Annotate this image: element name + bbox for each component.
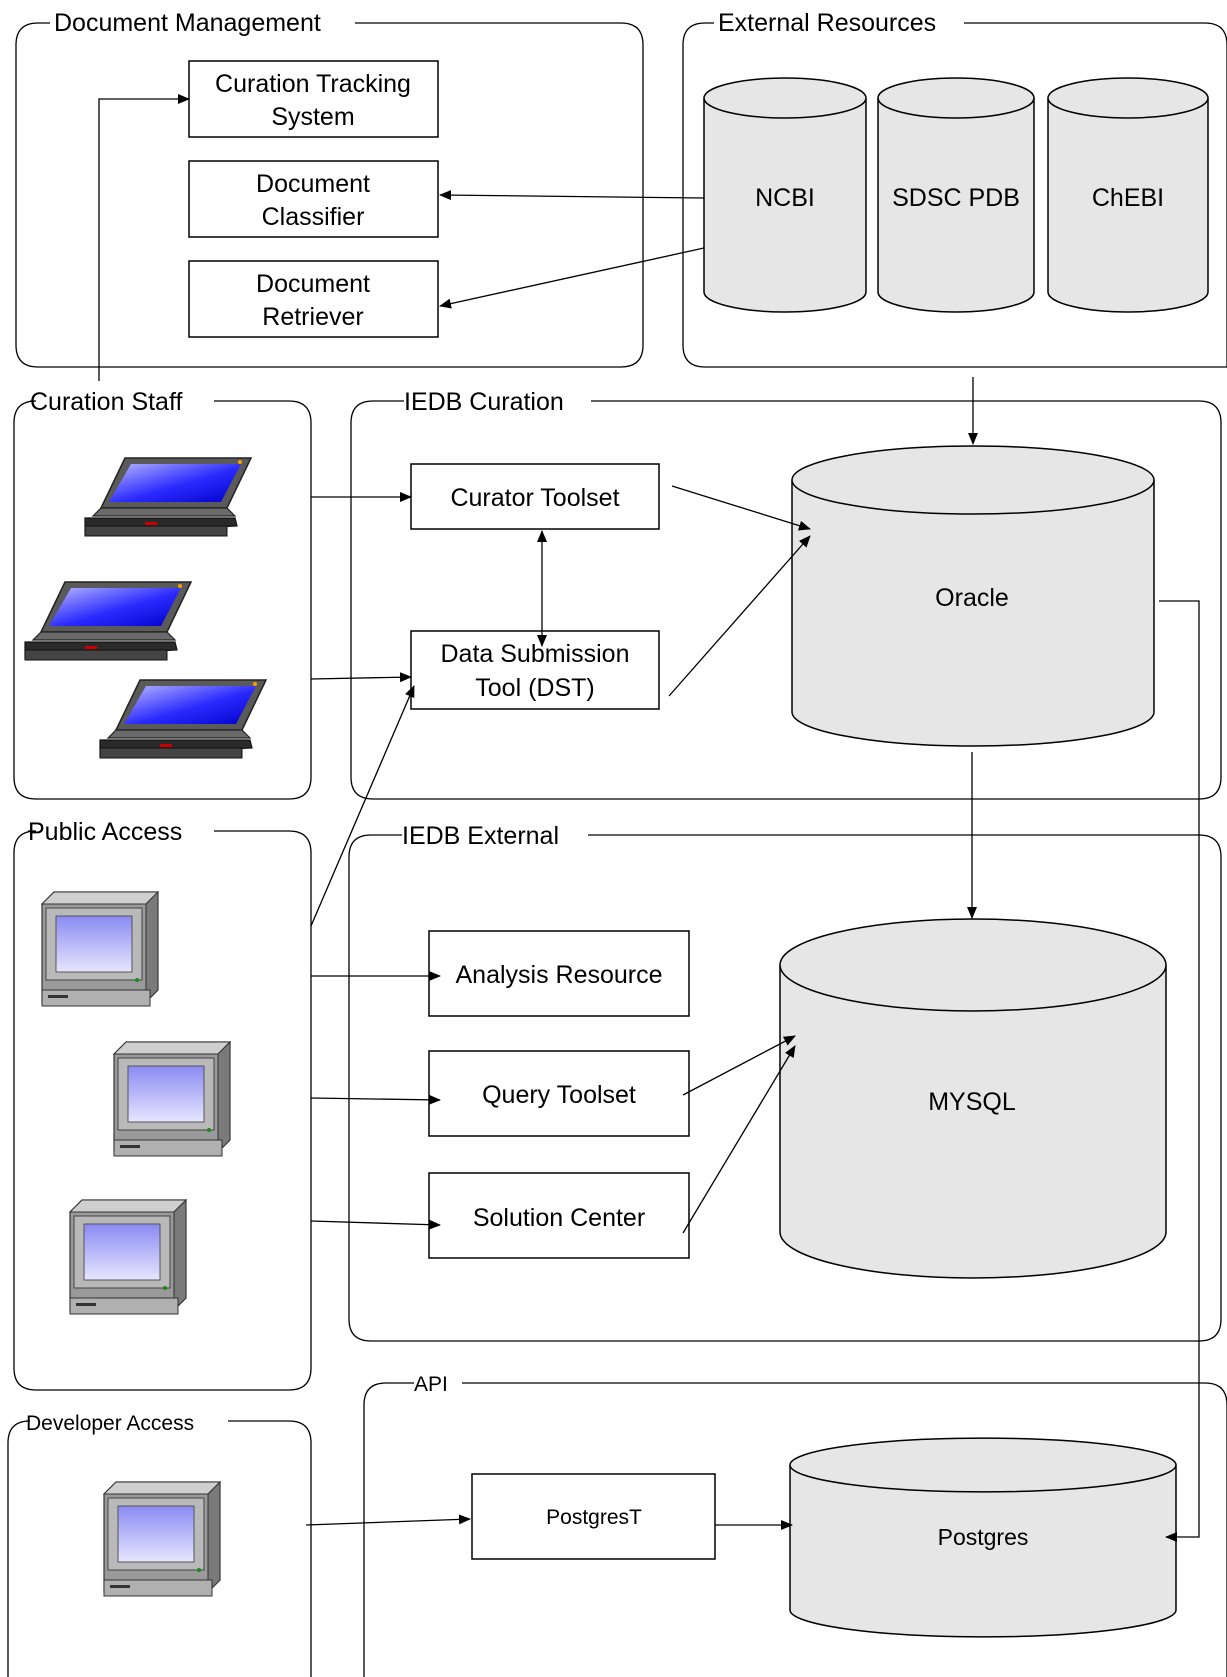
data-submission-tool-box[interactable]: Data Submission Tool (DST) bbox=[410, 630, 660, 710]
dst-label-line1: Data Submission bbox=[441, 640, 630, 668]
curator-toolset-label: Curator Toolset bbox=[450, 484, 619, 512]
edge-solution-to-mysql bbox=[682, 1045, 796, 1234]
mysql-database[interactable]: MYSQL bbox=[779, 918, 1167, 1279]
laptop-icon bbox=[84, 457, 252, 537]
group-iedb-curation: IEDB Curation bbox=[350, 388, 1222, 800]
edge-public-to-query bbox=[310, 1094, 441, 1105]
edge-query-to-mysql bbox=[682, 1035, 796, 1096]
document-retriever-box[interactable]: Document Retriever bbox=[188, 260, 439, 338]
document-retriever-label-line1: Document bbox=[256, 270, 370, 298]
edge-public-to-dst bbox=[310, 685, 415, 927]
document-classifier-label-line2: Classifier bbox=[262, 203, 365, 231]
curation-tracking-label-line2: System bbox=[271, 103, 354, 131]
postgrest-label: PostgresT bbox=[546, 1506, 642, 1529]
curation-tracking-label-line1: Curation Tracking bbox=[215, 70, 411, 98]
desktop-computer-icon bbox=[69, 1199, 187, 1315]
query-toolset-label: Query Toolset bbox=[482, 1081, 636, 1109]
edge-ncbi-to-classifier bbox=[439, 190, 705, 201]
curator-toolset-box[interactable]: Curator Toolset bbox=[410, 463, 660, 530]
desktop-computer-icon bbox=[113, 1041, 231, 1157]
sdsc-pdb-label: SDSC PDB bbox=[892, 184, 1020, 212]
analysis-resource-label: Analysis Resource bbox=[455, 961, 662, 989]
group-label-curation-staff: Curation Staff bbox=[30, 388, 182, 416]
group-public-access: Public Access bbox=[13, 818, 312, 1391]
postgres-label: Postgres bbox=[938, 1524, 1029, 1550]
connectors bbox=[98, 94, 1200, 1542]
laptop-icon bbox=[24, 581, 192, 661]
solution-center-box[interactable]: Solution Center bbox=[428, 1172, 690, 1259]
postgrest-box[interactable]: PostgresT bbox=[471, 1473, 716, 1560]
edge-oracle-to-postgres bbox=[1159, 600, 1200, 1542]
solution-center-label: Solution Center bbox=[473, 1204, 645, 1232]
edge-developer-to-postgrest bbox=[305, 1514, 471, 1526]
query-toolset-box[interactable]: Query Toolset bbox=[428, 1050, 690, 1137]
sdsc-pdb-database[interactable]: SDSC PDB bbox=[877, 77, 1035, 313]
group-label-external-resources: External Resources bbox=[718, 9, 936, 37]
group-document-management: Document Management bbox=[15, 9, 644, 368]
group-label-developer-access: Developer Access bbox=[26, 1412, 194, 1435]
group-label-public-access: Public Access bbox=[28, 818, 182, 846]
group-label-document-management: Document Management bbox=[54, 9, 321, 37]
edge-staff-to-dst bbox=[310, 672, 412, 683]
group-label-iedb-external: IEDB External bbox=[402, 822, 559, 850]
edge-curator-toolset-to-oracle bbox=[671, 485, 811, 531]
ncbi-database[interactable]: NCBI bbox=[703, 77, 867, 313]
chebi-label: ChEBI bbox=[1092, 184, 1164, 212]
edge-staff-to-tracking bbox=[98, 94, 190, 381]
edge-public-to-solution bbox=[310, 1219, 441, 1230]
group-curation-staff: Curation Staff bbox=[13, 388, 312, 800]
ncbi-label: NCBI bbox=[755, 184, 815, 212]
document-retriever-label-line2: Retriever bbox=[262, 303, 363, 331]
curation-tracking-system-box[interactable]: Curation Tracking System bbox=[188, 60, 439, 138]
group-label-iedb-curation: IEDB Curation bbox=[404, 388, 564, 416]
mysql-label: MYSQL bbox=[928, 1088, 1016, 1116]
laptop-icon bbox=[99, 679, 267, 759]
document-classifier-box[interactable]: Document Classifier bbox=[188, 160, 439, 238]
oracle-label: Oracle bbox=[935, 584, 1009, 612]
dst-label-line2: Tool (DST) bbox=[475, 674, 594, 702]
group-external-resources: External Resources bbox=[682, 9, 1227, 368]
edge-dst-to-oracle bbox=[668, 535, 811, 697]
analysis-resource-box[interactable]: Analysis Resource bbox=[428, 930, 690, 1017]
desktop-computer-icon bbox=[103, 1481, 221, 1597]
desktop-computer-icon bbox=[41, 891, 159, 1007]
oracle-database[interactable]: Oracle bbox=[791, 445, 1155, 747]
chebi-database[interactable]: ChEBI bbox=[1047, 77, 1209, 313]
group-developer-access: Developer Access bbox=[7, 1412, 312, 1677]
document-classifier-label-line1: Document bbox=[256, 170, 370, 198]
group-iedb-external: IEDB External bbox=[348, 822, 1222, 1342]
group-label-api: API bbox=[414, 1373, 448, 1396]
edge-ncbi-to-retriever bbox=[439, 247, 705, 309]
postgres-database[interactable]: Postgres bbox=[789, 1437, 1177, 1638]
